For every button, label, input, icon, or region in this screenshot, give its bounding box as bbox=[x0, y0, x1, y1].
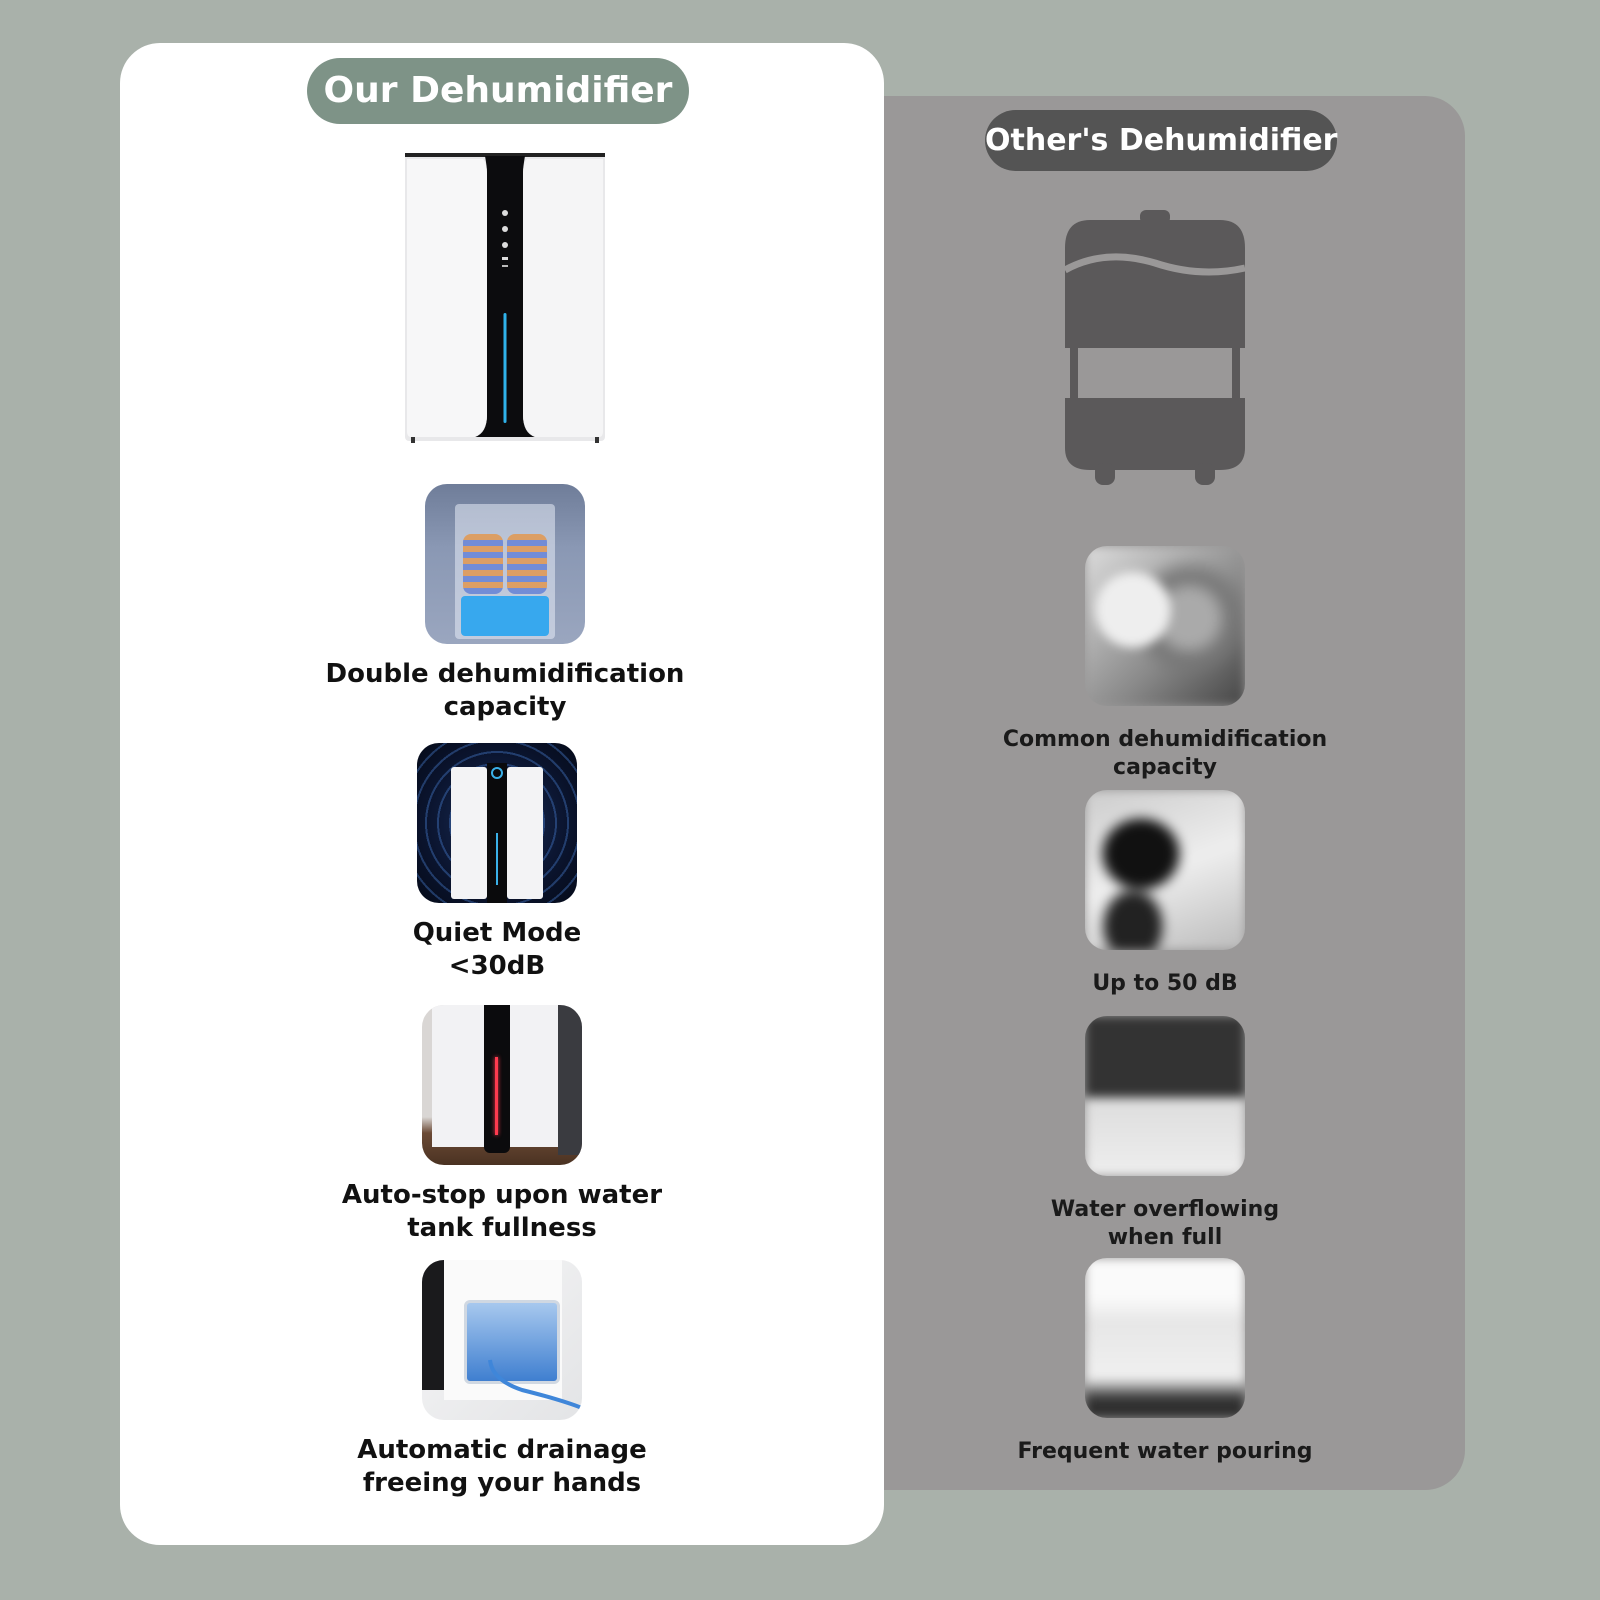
others-feature-caption: Up to 50 dB bbox=[1092, 971, 1238, 996]
others-panel: Other's Dehumidifier Common dehumidifica… bbox=[860, 96, 1465, 1490]
ours-feature-drainage: Automatic drainage freeing your hands bbox=[322, 1260, 682, 1500]
others-feature-overflow: Water overflowing when full bbox=[1000, 1016, 1330, 1252]
others-feature-caption: Frequent water pouring bbox=[1017, 1439, 1313, 1464]
others-feature-noise: Up to 50 dB bbox=[1000, 790, 1330, 998]
ours-feature-capacity: Double dehumidification capacity bbox=[325, 484, 685, 724]
blurred-fan-image bbox=[1085, 546, 1245, 706]
dual-coil-internals-image bbox=[425, 484, 585, 644]
ours-feature-caption: Automatic drainage freeing your hands bbox=[357, 1435, 647, 1498]
blurred-tank-image bbox=[1085, 1016, 1245, 1176]
ours-feature-autostop: Auto-stop upon water tank fullness bbox=[322, 1005, 682, 1245]
ours-feature-caption: Double dehumidification capacity bbox=[325, 659, 685, 722]
others-feature-pouring: Frequent water pouring bbox=[1000, 1258, 1330, 1466]
others-title-pill: Other's Dehumidifier bbox=[985, 110, 1337, 171]
others-feature-caption: Common dehumidification capacity bbox=[1002, 727, 1328, 780]
ours-feature-caption: Quiet Mode <30dB bbox=[412, 918, 582, 981]
others-feature-caption: Water overflowing when full bbox=[1050, 1197, 1280, 1250]
drainage-hose-image bbox=[422, 1260, 582, 1420]
ours-panel: Our Dehumidifier Double dehumidification… bbox=[120, 43, 884, 1545]
ours-feature-quiet: Quiet Mode <30dB bbox=[317, 743, 677, 983]
full-tank-indicator-image bbox=[422, 1005, 582, 1165]
blurred-unit-image bbox=[1085, 790, 1245, 950]
others-feature-capacity: Common dehumidification capacity bbox=[1000, 546, 1330, 782]
quiet-dehumidifier-image bbox=[417, 743, 577, 903]
dehumidifier-product-image bbox=[405, 153, 605, 443]
ours-title-pill: Our Dehumidifier bbox=[307, 58, 689, 124]
blurred-water-tank-image bbox=[1085, 1258, 1245, 1418]
generic-dehumidifier-icon bbox=[1063, 210, 1246, 485]
ours-feature-caption: Auto-stop upon water tank fullness bbox=[341, 1180, 663, 1243]
